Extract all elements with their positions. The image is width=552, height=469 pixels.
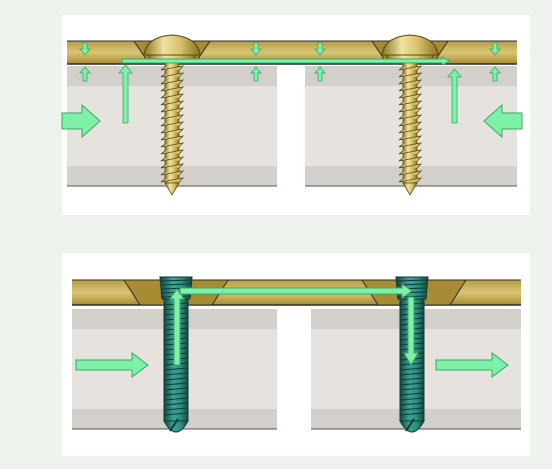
screw-thread [398,128,423,134]
screw-thread [398,107,423,113]
screw-thread [398,93,423,99]
screw-thread [160,100,185,106]
load-arrow-left [75,352,149,378]
screw-thread [399,397,425,401]
screw-thread [160,114,185,120]
screw-thread [399,367,425,371]
screw-thread [399,392,425,396]
screw-thread [163,392,189,396]
screw-thread [160,149,185,155]
screw-thread [160,128,185,134]
screw-thread [398,79,423,85]
plate-force-arrow [121,56,452,66]
screw-thread [398,100,423,106]
screw-thread [398,114,423,120]
screw-thread [160,177,185,183]
screw-thread [398,72,423,78]
screw-thread [398,121,423,127]
screw-thread [398,65,423,71]
screw-thread [160,142,185,148]
screw-thread [160,163,185,169]
screw-thread [398,163,423,169]
head-thread [396,279,428,282]
locking-screw-left [159,276,193,433]
screw-thread [399,412,425,416]
locking-diagram [72,276,521,433]
compression-arrow-left [61,103,101,139]
screw-thread [160,121,185,127]
screw-thread [160,107,185,113]
screw-thread [398,156,423,162]
screw-thread [398,86,423,92]
screw-thread [160,93,185,99]
screw-thread [398,135,423,141]
screw-thread [398,170,423,176]
screw-thread [399,402,425,406]
load-arrow-right [435,352,509,378]
screw-thread [163,412,189,416]
screw-thread [160,170,185,176]
screw-thread [163,372,189,376]
compression-diagram [61,34,523,196]
screw-thread [399,387,425,391]
screw-thread [399,382,425,386]
screw-thread [398,149,423,155]
screw-thread [398,177,423,183]
compression-diagram-panel [61,15,530,215]
screw-thread [160,156,185,162]
conventional-screw-left [143,34,201,196]
screw-thread [163,402,189,406]
screw-thread [160,79,185,85]
compression-small-arrows [79,42,501,124]
screw-thread [163,377,189,381]
head-thread [160,279,192,282]
screw-thread [163,367,189,371]
screw-thread [399,407,425,411]
conventional-screw-right [381,34,439,196]
screw-thread [163,387,189,391]
load-path-arrows [169,283,419,366]
screw-thread [399,372,425,376]
locking-plate [72,279,521,306]
screw-thread [160,135,185,141]
screw-thread [399,377,425,381]
screw-thread [163,397,189,401]
compression-arrow-right [483,103,523,139]
screw-thread [163,382,189,386]
screw-thread [160,65,185,71]
screw-thread [398,142,423,148]
head-thread [160,283,192,286]
screw-thread [163,407,189,411]
screw-thread [160,72,185,78]
locking-diagram-panel [62,253,530,456]
screw-thread [160,86,185,92]
